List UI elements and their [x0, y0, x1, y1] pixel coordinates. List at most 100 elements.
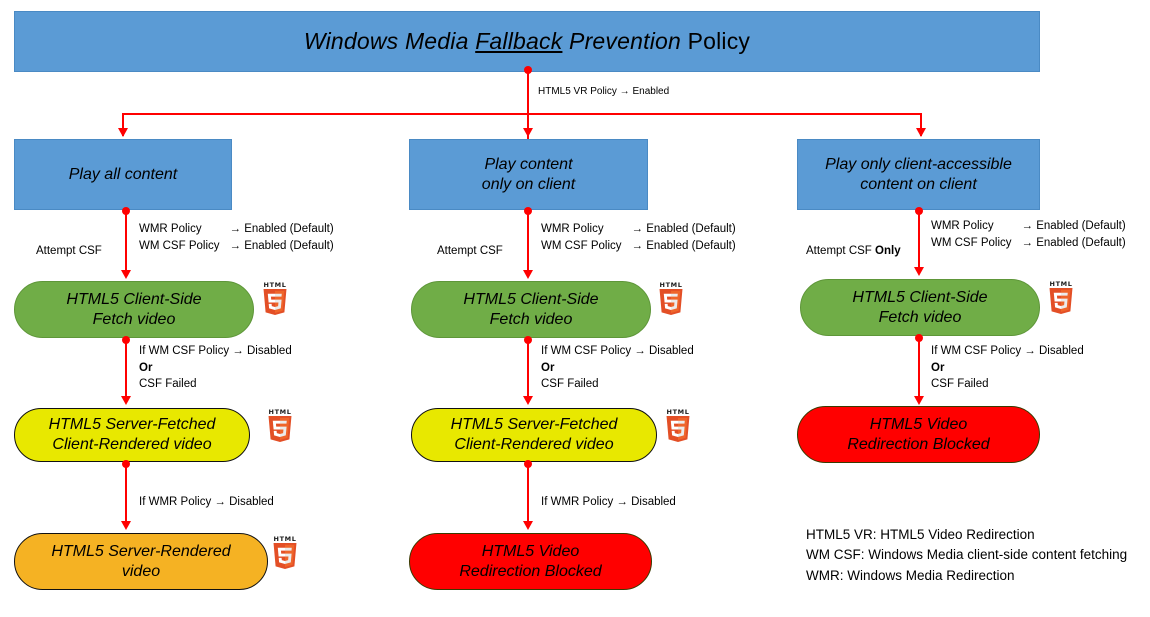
node-label: HTML5 Video Redirection Blocked [847, 415, 990, 453]
col2-edge3-arrow [523, 521, 533, 530]
col3-edge2-arrow [914, 396, 924, 405]
option-box-play-only-client-accessible-content-on-client[interactable]: Play only client-accessible content on c… [797, 139, 1040, 210]
col3-policy-table: WMR Policy → Enabled (Default) WM CSF Po… [931, 218, 1126, 251]
node-html5-client-side-fetch-col3[interactable]: HTML5 Client-Side Fetch video [800, 279, 1040, 336]
policy-name: WM CSF Policy [139, 239, 220, 252]
col3-edge2-line [918, 338, 920, 402]
policy-row: WM CSF Policy → Enabled (Default) [139, 238, 334, 255]
col2-edge3-label: If WMR Policy → Disabled [541, 496, 676, 508]
legend: HTML5 VR: HTML5 Video Redirection WM CSF… [806, 525, 1136, 586]
root-connector-arrow-center [523, 128, 533, 137]
col1-edge3-line [125, 464, 127, 526]
html5-wordmark: HTML [263, 281, 287, 289]
col1-edge3-label: If WMR Policy → Disabled [139, 496, 274, 508]
edge2-line-1: If WM CSF Policy → Disabled [931, 345, 1084, 357]
node-html5-video-redirection-blocked-col3[interactable]: HTML5 Video Redirection Blocked [797, 406, 1040, 463]
col3-edge2-label: If WM CSF Policy → Disabled Or CSF Faile… [931, 343, 1084, 393]
policy-name: WM CSF Policy [931, 236, 1012, 249]
col2-edge2-line [527, 340, 529, 402]
edge2-or: Or [931, 361, 945, 374]
policy-value: → Enabled (Default) [229, 223, 334, 235]
edge2-line-1: If WM CSF Policy → Disabled [541, 345, 694, 357]
html5-wordmark: HTML [1049, 280, 1073, 288]
edge2-line-2: Or [931, 360, 1084, 377]
policy-value: → Enabled (Default) [631, 223, 736, 235]
edge2-line-3: CSF Failed [931, 378, 989, 391]
node-label: HTML5 Server-Fetched Client-Rendered vid… [48, 416, 216, 453]
root-connector-branch-right [920, 113, 922, 136]
html5-shield-icon [263, 289, 287, 315]
policy-value: → Enabled (Default) [1021, 236, 1126, 249]
html5-icon: HTML [261, 281, 289, 315]
node-label: HTML5 Client-Side Fetch video [463, 290, 599, 328]
policy-name: WMR Policy [541, 223, 604, 235]
col1-edge1-arrow [121, 270, 131, 279]
policy-row: WMR Policy → Enabled (Default) [541, 221, 736, 238]
html5-icon: HTML [657, 281, 685, 315]
attempt-label-text: Attempt CSF [806, 245, 876, 257]
node-html5-server-rendered-col1[interactable]: HTML5 Server-Rendered video [14, 533, 268, 590]
title-part-2: Prevention [562, 28, 688, 54]
col2-edge2-arrow [523, 396, 533, 405]
title-underlined-word: Fallback [475, 28, 563, 54]
html5-shield-icon [1049, 288, 1073, 314]
edge2-or: Or [139, 361, 153, 374]
html5-icon: HTML [664, 408, 692, 442]
policy-row: WMR Policy → Enabled (Default) [931, 218, 1126, 235]
title-part-1: Windows Media [303, 28, 476, 54]
page-title: Windows Media Fallback Prevention Policy [304, 28, 750, 55]
edge2-line-3: CSF Failed [139, 378, 197, 391]
html5-icon: HTML [271, 535, 299, 569]
root-connector-stem [527, 70, 529, 149]
node-label: HTML5 Video Redirection Blocked [459, 542, 602, 580]
col3-edge1-arrow [914, 267, 924, 276]
node-html5-client-side-fetch-col1[interactable]: HTML5 Client-Side Fetch video [14, 281, 254, 338]
root-edge-label: HTML5 VR Policy → Enabled [538, 86, 670, 97]
edge2-or: Or [541, 361, 555, 374]
html5-icon: HTML [266, 408, 294, 442]
option-box-play-all-content[interactable]: Play all content [14, 139, 232, 210]
html5-wordmark: HTML [273, 535, 297, 543]
attempt-label-text: Attempt CSF [36, 245, 102, 257]
policy-value: → Enabled (Default) [229, 239, 334, 252]
col3-attempt-csf-label: Attempt CSF Only [806, 243, 901, 260]
html5-shield-icon [666, 416, 690, 442]
diagram-title-banner: Windows Media Fallback Prevention Policy [14, 11, 1040, 72]
legend-item: WMR: Windows Media Redirection [806, 567, 1015, 583]
root-connector-arrow-left [118, 128, 128, 137]
html5-shield-icon [659, 289, 683, 315]
node-html5-server-fetched-col2[interactable]: HTML5 Server-Fetched Client-Rendered vid… [411, 408, 657, 462]
root-connector-arrow-right [916, 128, 926, 137]
edge2-line-2: Or [139, 360, 292, 377]
html5-shield-icon [273, 543, 297, 569]
attempt-label-text: Attempt CSF [437, 245, 503, 257]
node-label: HTML5 Server-Fetched Client-Rendered vid… [450, 416, 618, 453]
root-connector-branch-left [122, 113, 124, 136]
col2-policy-table: WMR Policy → Enabled (Default) WM CSF Po… [541, 221, 736, 254]
col2-edge1-arrow [523, 270, 533, 279]
policy-value: → Enabled (Default) [1021, 220, 1126, 232]
col2-edge1-line [527, 211, 529, 275]
option-box-play-content-only-on-client[interactable]: Play content only on client [409, 139, 648, 210]
node-html5-client-side-fetch-col2[interactable]: HTML5 Client-Side Fetch video [411, 281, 651, 338]
edge2-line-2: Or [541, 360, 694, 377]
html5-icon: HTML [1047, 280, 1075, 314]
col1-attempt-csf-label: Attempt CSF [36, 243, 102, 260]
node-html5-video-redirection-blocked-col2[interactable]: HTML5 Video Redirection Blocked [409, 533, 652, 590]
node-label: HTML5 Client-Side Fetch video [66, 290, 202, 328]
policy-name: WM CSF Policy [541, 239, 622, 252]
node-html5-server-fetched-col1[interactable]: HTML5 Server-Fetched Client-Rendered vid… [14, 408, 250, 462]
html5-wordmark: HTML [659, 281, 683, 289]
col1-policy-table: WMR Policy → Enabled (Default) WM CSF Po… [139, 221, 334, 254]
col2-edge2-label: If WM CSF Policy → Disabled Or CSF Faile… [541, 343, 694, 393]
col3-edge1-line [918, 211, 920, 271]
option-box-label: Play content only on client [481, 155, 576, 193]
node-label: HTML5 Server-Rendered video [51, 542, 231, 580]
policy-row: WMR Policy → Enabled (Default) [139, 221, 334, 238]
col1-edge3-arrow [121, 521, 131, 530]
col1-edge2-label: If WM CSF Policy → Disabled Or CSF Faile… [139, 343, 292, 393]
legend-item: WM CSF: Windows Media client-side conten… [806, 547, 1128, 563]
html5-shield-icon [268, 416, 292, 442]
option-box-label: Play all content [68, 165, 178, 183]
